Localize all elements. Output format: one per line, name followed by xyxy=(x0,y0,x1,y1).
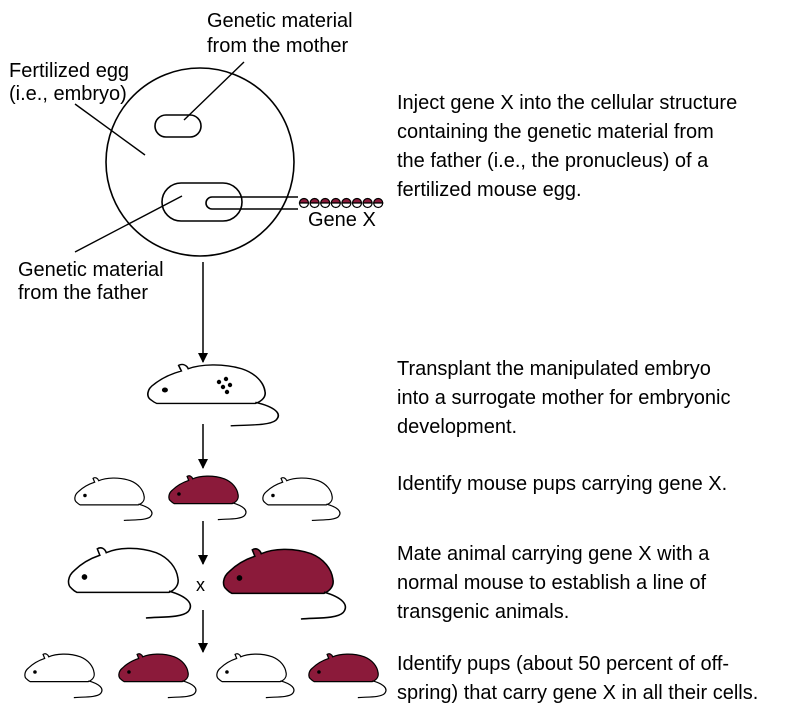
dna-bead-top xyxy=(298,197,310,204)
maternal-pronucleus xyxy=(154,114,202,138)
dna-bead-top xyxy=(351,197,363,204)
step-line: fertilized mouse egg. xyxy=(397,179,582,201)
step-line: Identify mouse pups carrying gene X. xyxy=(397,473,728,495)
injection-pipette xyxy=(205,196,298,210)
offspring-normal xyxy=(216,653,295,699)
step-line: containing the genetic material from xyxy=(397,121,714,143)
dna-bead-bottom xyxy=(362,202,373,209)
embryo-dots xyxy=(216,376,233,395)
step-mate: Mate animal carrying gene X with a norma… xyxy=(397,540,782,627)
pup-normal xyxy=(74,477,153,522)
gene-x-dna xyxy=(298,197,384,209)
dna-bead-top xyxy=(309,197,320,204)
step-identify-pups: Identify mouse pups carrying gene X. xyxy=(397,470,782,499)
cross-symbol: x xyxy=(196,575,205,595)
step-identify-offspring: Identify pups (about 50 percent of off- … xyxy=(397,650,782,708)
transgenic-adult-mouse xyxy=(222,548,347,620)
step-line: Inject gene X into the cellular structur… xyxy=(397,92,738,114)
mother-label-2: from the mother xyxy=(207,35,349,57)
step-line: into a surrogate mother for embryonic xyxy=(397,387,731,409)
dna-bead-bottom xyxy=(298,202,310,209)
dna-bead-top xyxy=(330,197,341,204)
gene-label: Gene X xyxy=(308,209,376,231)
pup-normal xyxy=(262,477,341,522)
egg-leader-line xyxy=(74,103,146,156)
dna-bead-bottom xyxy=(320,202,331,209)
step-transplant: Transplant the manipulated embryo into a… xyxy=(397,355,782,442)
father-label-2: from the father xyxy=(18,282,148,304)
dna-bead-bottom xyxy=(309,202,320,209)
dna-bead-top xyxy=(320,197,331,204)
egg-label-1: Fertilized egg xyxy=(9,60,129,82)
mother-label-1: Genetic material xyxy=(207,10,353,32)
dna-bead-bottom xyxy=(373,202,384,209)
step-line: normal mouse to establish a line of xyxy=(397,572,707,594)
step-line: development. xyxy=(397,416,518,438)
dna-bead-top xyxy=(341,197,352,204)
fertilized-egg xyxy=(105,67,295,257)
dna-bead-top xyxy=(362,197,373,204)
step-line: spring) that carry gene X in all their c… xyxy=(397,682,759,704)
dna-bead-bottom xyxy=(341,202,352,209)
step-line: the father (i.e., the pronucleus) of a xyxy=(397,150,709,172)
offspring-transgenic xyxy=(118,653,197,699)
offspring-normal xyxy=(24,653,103,699)
egg-label-2: (i.e., embryo) xyxy=(9,83,127,105)
dna-bead-bottom xyxy=(351,202,363,209)
step-line: transgenic animals. xyxy=(397,601,570,623)
dna-bead-top xyxy=(373,197,384,204)
step-line: Identify pups (about 50 percent of off- xyxy=(397,653,730,675)
mother-leader-line xyxy=(183,61,245,121)
paternal-pronucleus xyxy=(161,182,243,222)
offspring-transgenic xyxy=(308,653,387,699)
normal-adult-mouse xyxy=(67,547,192,619)
pup-transgenic xyxy=(168,475,247,521)
surrogate-mother-mouse xyxy=(147,363,280,427)
step-inject: Inject gene X into the cellular structur… xyxy=(397,89,782,205)
father-leader-line xyxy=(74,195,183,253)
dna-bead-bottom xyxy=(330,202,341,209)
father-label-1: Genetic material xyxy=(18,259,164,281)
step-line: Transplant the manipulated embryo xyxy=(397,358,711,380)
step-line: Mate animal carrying gene X with a xyxy=(397,543,710,565)
